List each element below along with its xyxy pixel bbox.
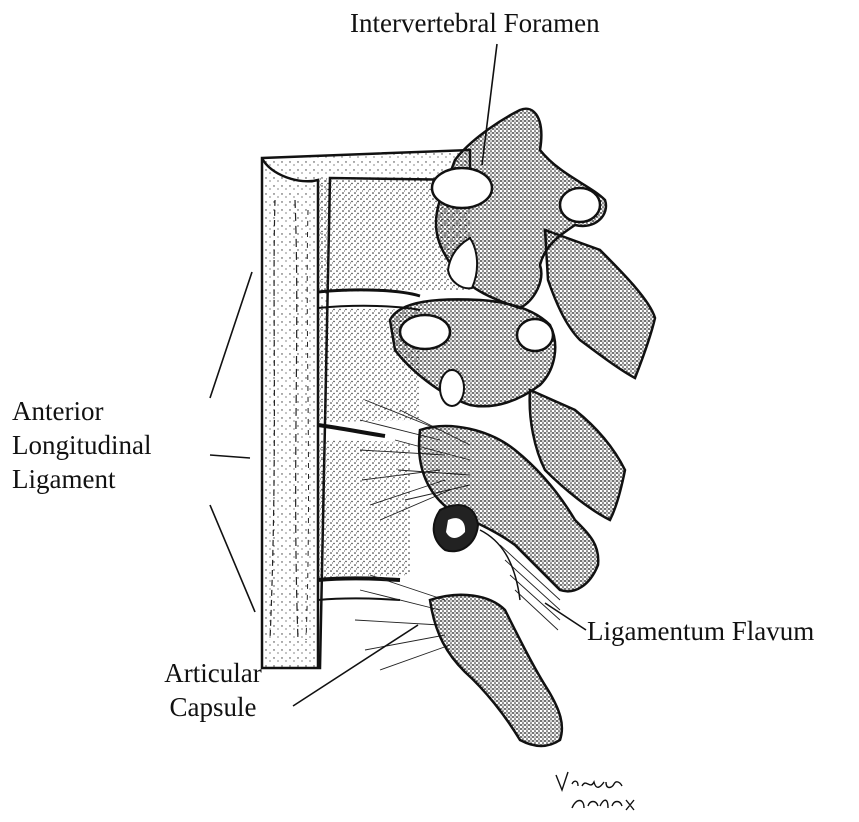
leader-line-anterior-middle xyxy=(210,455,250,458)
label-intervertebral-foramen: Intervertebral Foramen xyxy=(350,6,600,40)
label-anterior-line-2: Longitudinal xyxy=(12,428,151,462)
label-articular-line-2: Capsule xyxy=(148,690,278,724)
leader-line-anterior-lower xyxy=(210,505,255,612)
label-articular-line-1: Articular xyxy=(148,656,278,690)
label-anterior-line-1: Anterior xyxy=(12,394,151,428)
label-ligamentum-flavum: Ligamentum Flavum xyxy=(587,614,814,648)
artist-signature xyxy=(556,772,634,810)
label-articular-capsule: Articular Capsule xyxy=(148,656,278,724)
leader-line-flavum xyxy=(545,603,586,630)
label-anterior-longitudinal-ligament: Anterior Longitudinal Ligament xyxy=(12,394,151,496)
label-anterior-line-3: Ligament xyxy=(12,462,151,496)
leader-line-anterior-upper xyxy=(210,272,252,398)
